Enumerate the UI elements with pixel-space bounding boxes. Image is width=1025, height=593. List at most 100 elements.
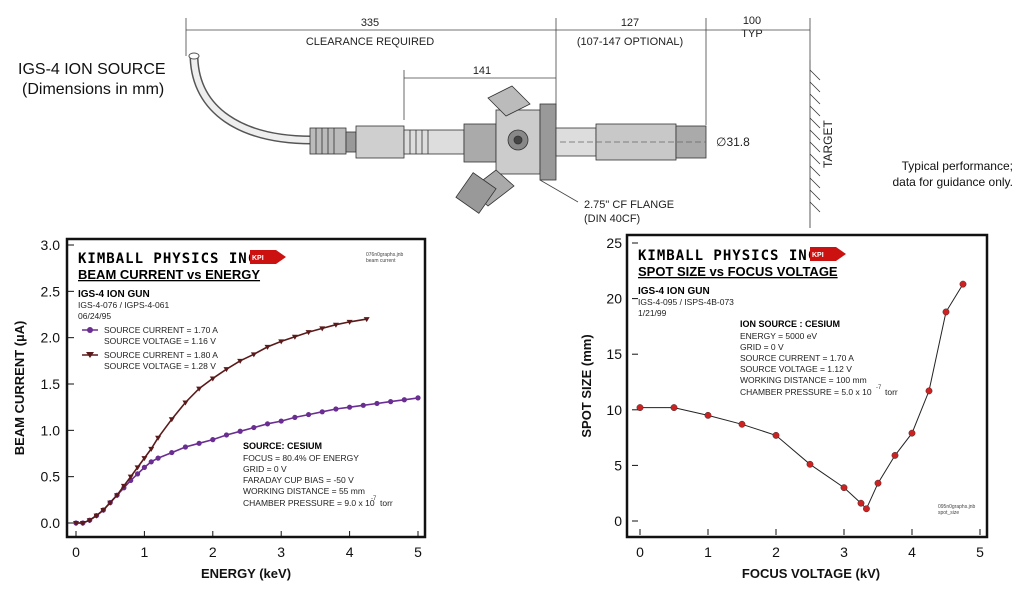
data-point (374, 400, 380, 407)
target-label: TARGET (821, 120, 835, 168)
data-point (278, 418, 284, 424)
condition-unit: torr (380, 498, 393, 508)
chart-title: BEAM CURRENT vs ENERGY (78, 267, 260, 282)
data-point (210, 437, 216, 443)
data-point (840, 484, 848, 492)
data-point (738, 420, 746, 428)
y-tick-label: 3.0 (41, 237, 61, 253)
chart-file-note: 095n0graphs.jnb (938, 504, 975, 510)
data-point (141, 464, 147, 470)
data-point (401, 397, 407, 403)
condition-line: CHAMBER PRESSURE = 9.0 x 10 (243, 498, 375, 508)
data-point (148, 446, 155, 452)
data-point (891, 451, 899, 459)
data-point (636, 404, 644, 411)
data-point (857, 499, 865, 507)
data-point (346, 319, 353, 325)
y-tick-label: 2.0 (41, 330, 61, 346)
performance-note-line: Typical performance; (901, 159, 1013, 173)
diagram-subtitle: (Dimensions in mm) (22, 81, 164, 98)
data-point (237, 428, 243, 434)
performance-note-line: data for guidance only. (892, 175, 1013, 189)
data-point (319, 409, 325, 415)
flange-icon (455, 85, 557, 214)
data-point (305, 330, 312, 336)
chart-date: 06/24/95 (78, 311, 111, 321)
data-point (305, 411, 312, 418)
x-tick-label: 4 (908, 544, 916, 560)
data-point (223, 367, 230, 373)
data-point (155, 455, 161, 461)
x-tick-label: 1 (704, 544, 712, 560)
data-point (196, 386, 203, 392)
y-tick-label: 1.5 (41, 376, 61, 392)
legend-marker-triangle (86, 352, 94, 358)
condition-line: FARADAY CUP BIAS = -50 V (243, 475, 354, 485)
condition-line: CHAMBER PRESSURE = 5.0 x 10 (740, 387, 872, 397)
condition-line: ENERGY = 5000 eV (740, 331, 817, 341)
legend-entry: SOURCE CURRENT = 1.80 A (104, 350, 218, 360)
data-point (333, 406, 339, 412)
data-point (291, 334, 298, 340)
data-point (264, 344, 271, 350)
chart-title: SPOT SIZE vs FOCUS VOLTAGE (638, 264, 838, 279)
data-point (141, 456, 148, 462)
series-line (76, 318, 367, 524)
dimension-lines (185, 18, 811, 125)
y-axis-label: SPOT SIZE (mm) (579, 334, 594, 437)
y-tick-label: 2.5 (41, 283, 61, 299)
condition-line: WORKING DISTANCE = 55 mm (243, 486, 365, 496)
gun-tube-icon (555, 123, 707, 161)
x-tick-label: 4 (346, 544, 354, 560)
data-point (168, 417, 175, 423)
data-point (670, 404, 678, 411)
chart-file-note: 076n0graphs.jnb (366, 252, 403, 258)
dim-127: 127 (621, 17, 639, 29)
plot-frame (65, 237, 427, 539)
condition-line: FOCUS = 80.4% OF ENERGY (243, 453, 359, 463)
chart-model: IGS-4-095 / ISPS-4B-073 (638, 297, 734, 307)
y-tick-label: 25 (606, 235, 622, 251)
data-point (874, 479, 882, 487)
x-tick-label: 1 (141, 544, 149, 560)
chart-file-note-2: beam current (366, 258, 396, 264)
data-point (347, 404, 353, 410)
y-axis-label: BEAM CURRENT (µA) (12, 321, 27, 456)
condition-unit: torr (885, 387, 898, 397)
legend: SOURCE CURRENT = 1.70 A SOURCE VOLTAGE =… (82, 325, 218, 371)
data-point (360, 402, 366, 408)
y-tick-label: 0 (614, 513, 622, 529)
conditions-header: SOURCE: CESIUM (243, 441, 322, 451)
data-point (127, 474, 134, 480)
data-point (134, 465, 141, 471)
x-tick-label: 5 (976, 544, 984, 560)
svg-text:KPI: KPI (812, 252, 824, 259)
data-point (209, 376, 216, 382)
dim-clearance: CLEARANCE REQUIRED (306, 36, 434, 48)
legend-entry: SOURCE CURRENT = 1.70 A (104, 325, 218, 335)
y-tick-label: 15 (606, 346, 622, 362)
data-point (415, 395, 421, 401)
data-point (73, 521, 79, 526)
x-tick-label: 3 (277, 544, 285, 560)
chart-brand: KIMBALL PHYSICS INC. (78, 251, 267, 267)
data-point (363, 317, 370, 323)
plot-frame (625, 233, 989, 539)
x-tick-label: 0 (636, 544, 644, 560)
chart-subtitle: IGS-4 ION GUN (78, 289, 150, 300)
data-point (79, 521, 86, 526)
conditions-block: ION SOURCE : CESIUM ENERGY = 5000 eV GRI… (740, 319, 898, 397)
data-point (925, 387, 933, 395)
conditions-header: ION SOURCE : CESIUM (740, 319, 840, 329)
chart-file-note-2: spot_size (938, 510, 959, 516)
data-point (772, 431, 780, 439)
chart-date: 1/21/99 (638, 308, 667, 318)
chart-brand: KIMBALL PHYSICS INC. (638, 248, 827, 264)
data-point (806, 460, 814, 468)
data-point (863, 505, 870, 513)
dim-diameter: ∅31.8 (716, 135, 750, 149)
data-point (278, 339, 285, 345)
